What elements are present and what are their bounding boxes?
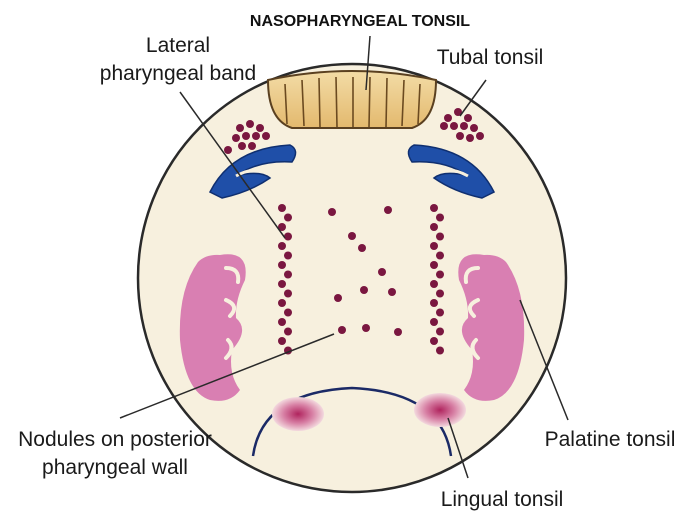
tubal-dot [456,132,464,140]
lateral-band-dot [284,233,292,241]
lateral-band-dot [436,290,444,298]
tubal-dot [476,132,484,140]
lateral-band-dot [430,299,438,307]
lateral-band-dot [436,252,444,260]
lateral-band-dot [430,242,438,250]
nodule-dot [394,328,402,336]
lateral-band-dot [430,223,438,231]
lateral-band-dot [284,214,292,222]
lateral-band-dot [430,204,438,212]
tubal-dot [232,134,240,142]
lateral-band-dot [430,261,438,269]
nodule-dot [348,232,356,240]
lateral-band-dot [284,290,292,298]
lateral-band-dot [278,242,286,250]
tubal-dot [470,124,478,132]
tubal-dot [246,120,254,128]
tubal-dot [236,124,244,132]
tubal-dot [262,132,270,140]
lateral-band-dot [278,318,286,326]
nodules-label-line1: Nodules on posterior [18,428,212,451]
lateral-band-dot [436,233,444,241]
lateral-band-dot [278,280,286,288]
tubal-dot [464,114,472,122]
tubal-dot [242,132,250,140]
lateral-band-dot [284,328,292,336]
lateral-band-dot [436,214,444,222]
lingual-tonsil-right [414,393,466,427]
tubal-dot [466,134,474,142]
nodule-dot [360,286,368,294]
nodule-dot [328,208,336,216]
palatine-tonsil-label: Palatine tonsil [545,428,676,451]
lateral-band-dot [284,309,292,317]
tubal-dot [224,146,232,154]
lateral-band-dot [430,337,438,345]
lateral-band-dot [278,261,286,269]
lateral-band-label-line1: Lateral [146,34,210,57]
tubal-dot [256,124,264,132]
lateral-band-dot [436,347,444,355]
tubal-dot [460,122,468,130]
nodule-dot [334,294,342,302]
nodules-label-line2: pharyngeal wall [42,456,188,479]
nodule-dot [338,326,346,334]
lingual-tonsil-label: Lingual tonsil [441,488,564,511]
lateral-band-dot [278,337,286,345]
tubal-dot [444,114,452,122]
nodule-dot [388,288,396,296]
tubal-dot [252,132,260,140]
tubal-dot [440,122,448,130]
nodule-dot [362,324,370,332]
nodule-dot [378,268,386,276]
lateral-band-dot [430,280,438,288]
lateral-band-dot [284,271,292,279]
nodule-dot [384,206,392,214]
lateral-band-dot [436,271,444,279]
tubal-dot [238,142,246,150]
lateral-band-dot [278,299,286,307]
lateral-band-dot [436,328,444,336]
tubal-dot [248,142,256,150]
tubal-tonsil-label: Tubal tonsil [437,46,544,69]
lateral-band-dot [284,252,292,260]
nodule-dot [358,244,366,252]
nasopharyngeal-tonsil-label: NASOPHARYNGEAL TONSIL [250,13,470,30]
tubal-dot [450,122,458,130]
nasopharyngeal-tonsil [268,71,436,128]
lateral-band-dot [430,318,438,326]
lateral-band-dot [436,309,444,317]
lingual-tonsil-left [272,397,324,431]
lateral-band-dot [278,204,286,212]
lateral-band-label-line2: pharyngeal band [100,62,256,85]
